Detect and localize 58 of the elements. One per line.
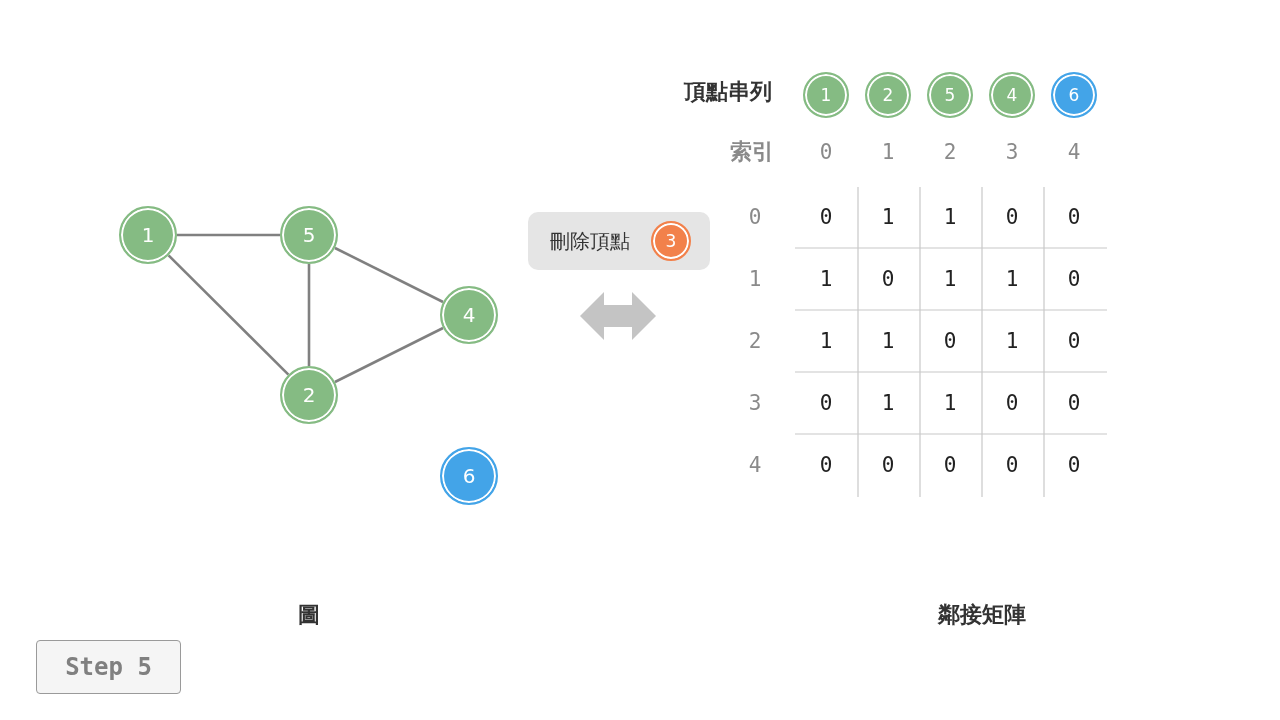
- matrix-value: 0: [943, 329, 957, 353]
- matrix-value: 0: [1005, 391, 1019, 415]
- matrix-caption: 鄰接矩陣: [938, 601, 1026, 629]
- matrix-value: 0: [1005, 453, 1019, 477]
- column-index: 2: [943, 140, 957, 164]
- matrix-value: 1: [819, 329, 833, 353]
- matrix-value: 0: [881, 453, 895, 477]
- vertex-circle: 1: [803, 72, 849, 118]
- graph-edge: [334, 326, 444, 384]
- matrix-value: 0: [1067, 267, 1081, 291]
- column-index: 0: [819, 140, 833, 164]
- matrix-value: 1: [943, 267, 957, 291]
- vertex-circle: 1: [119, 206, 177, 264]
- matrix-value: 1: [819, 267, 833, 291]
- vertex-circle: 2: [865, 72, 911, 118]
- row-index: 2: [748, 329, 762, 353]
- matrix-value: 1: [881, 329, 895, 353]
- matrix-value: 0: [1067, 453, 1081, 477]
- matrix-value: 0: [819, 391, 833, 415]
- vertex-circle: 3: [651, 221, 691, 261]
- column-index: 3: [1005, 140, 1019, 164]
- matrix-value: 1: [943, 391, 957, 415]
- matrix-value: 0: [819, 205, 833, 229]
- vertex-circle: 4: [440, 286, 498, 344]
- graph-edge: [167, 254, 290, 376]
- row-index: 3: [748, 391, 762, 415]
- index-heading: 索引: [730, 138, 774, 166]
- row-index: 0: [748, 205, 762, 229]
- matrix-value: 1: [943, 205, 957, 229]
- matrix-value: 0: [1067, 329, 1081, 353]
- vertex-circle: 6: [440, 447, 498, 505]
- matrix-value: 0: [1005, 205, 1019, 229]
- graph-edge: [334, 246, 444, 304]
- row-index: 1: [748, 267, 762, 291]
- matrix-value: 0: [943, 453, 957, 477]
- vertex-circle: 4: [989, 72, 1035, 118]
- matrix-value: 1: [1005, 267, 1019, 291]
- matrix-value: 0: [1067, 391, 1081, 415]
- matrix-value: 0: [1067, 205, 1081, 229]
- graph-edge: [307, 264, 311, 366]
- row-index: 4: [748, 453, 762, 477]
- vertex-circle: 6: [1051, 72, 1097, 118]
- operation-text: 刪除頂點: [550, 227, 630, 255]
- list-heading: 頂點串列: [684, 78, 772, 106]
- matrix-value: 0: [881, 267, 895, 291]
- graph-caption: 圖: [298, 601, 320, 629]
- matrix-value: 1: [1005, 329, 1019, 353]
- matrix-value: 1: [881, 205, 895, 229]
- vertex-circle: 5: [927, 72, 973, 118]
- step-label: Step 5: [36, 640, 181, 694]
- matrix-value: 1: [881, 391, 895, 415]
- vertex-circle: 5: [280, 206, 338, 264]
- operation-panel: [528, 212, 710, 270]
- column-index: 1: [881, 140, 895, 164]
- column-index: 4: [1067, 140, 1081, 164]
- matrix-value: 0: [819, 453, 833, 477]
- graph-edge: [177, 233, 280, 237]
- vertex-circle: 2: [280, 366, 338, 424]
